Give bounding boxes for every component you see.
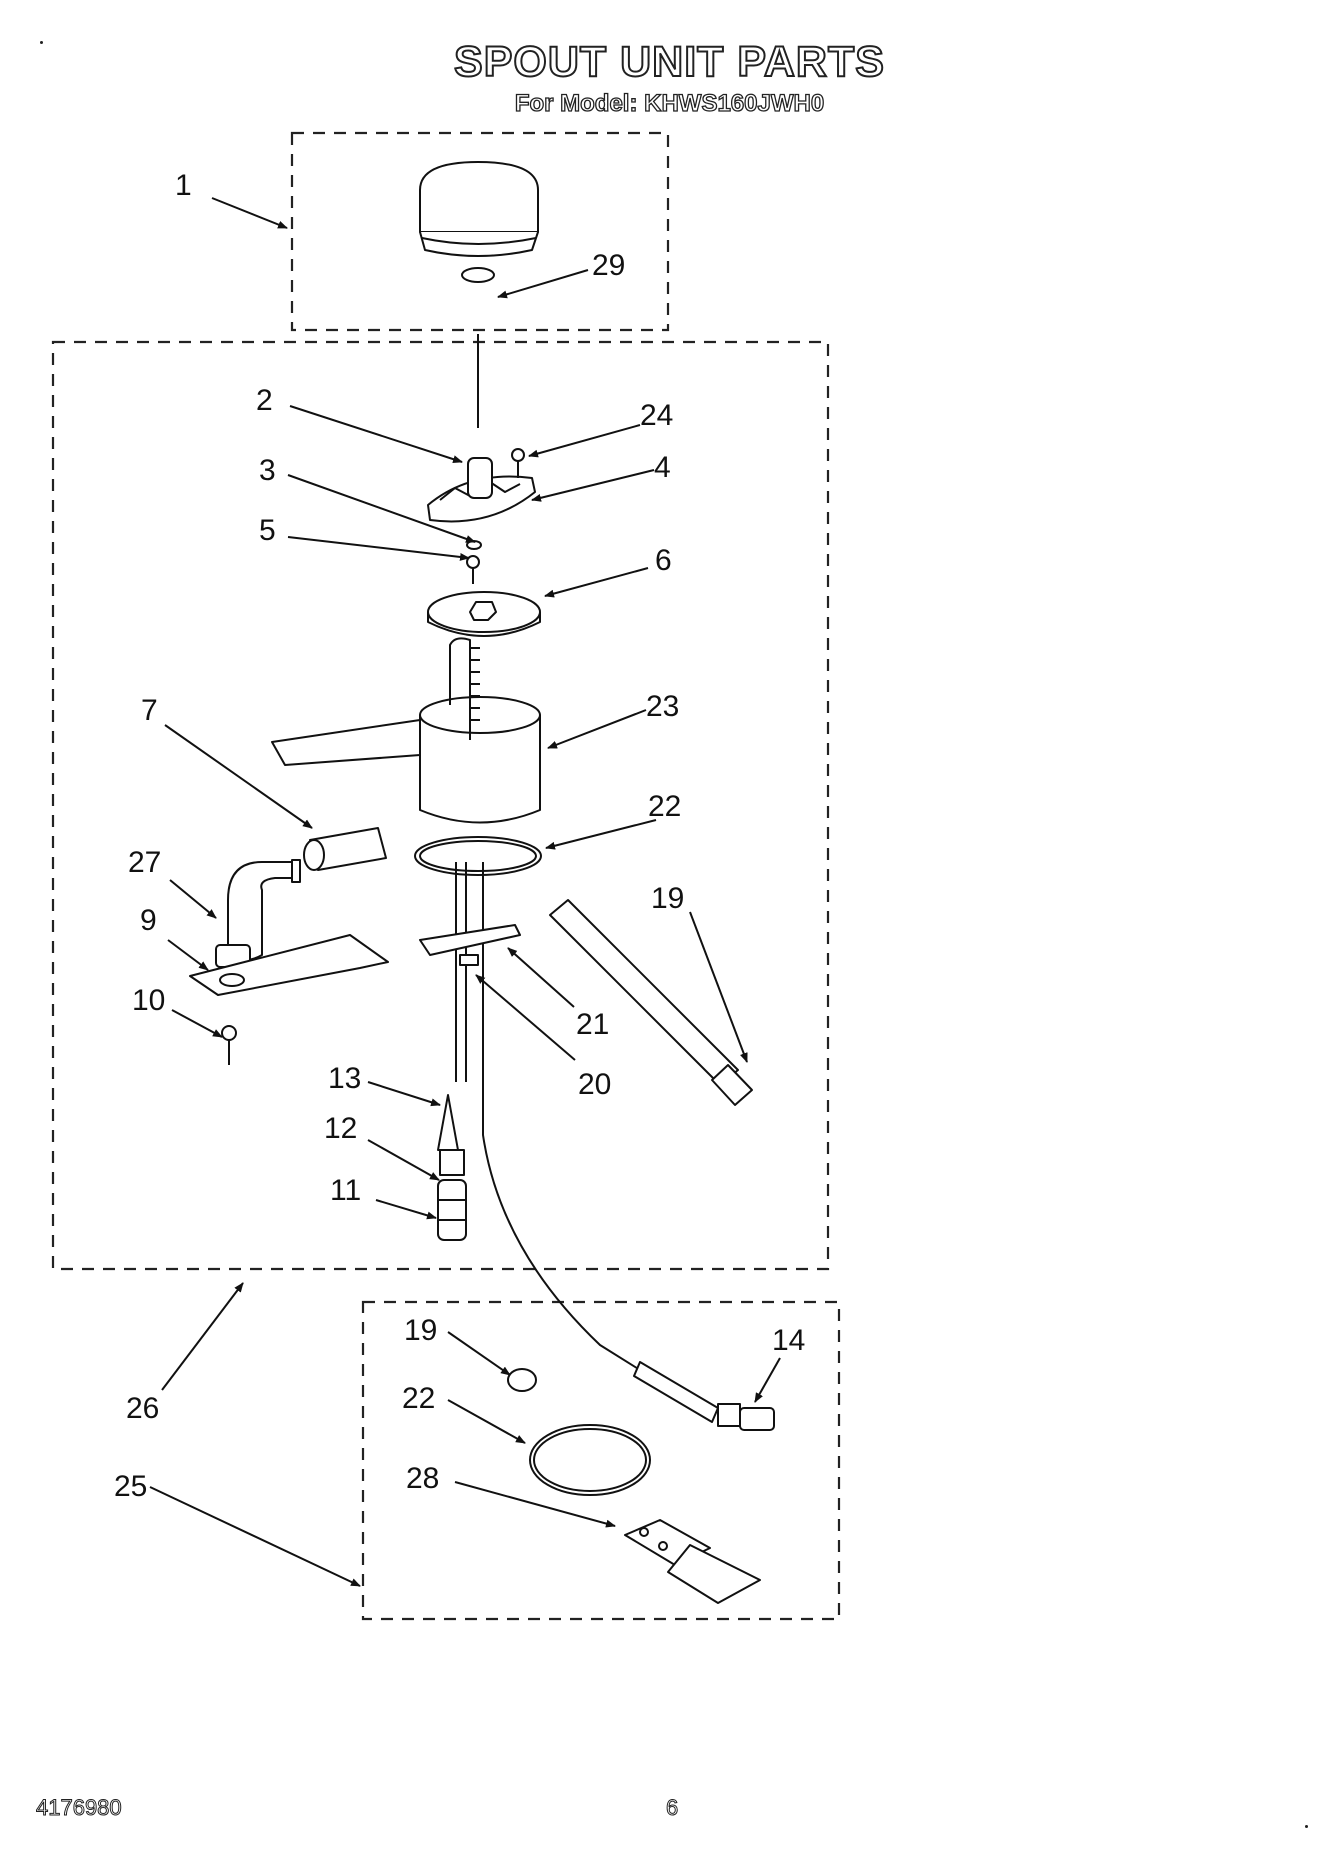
part-supply-line bbox=[482, 862, 641, 1371]
page-title: SPOUT UNIT PARTS bbox=[453, 37, 885, 87]
part-spring-12 bbox=[439, 1149, 465, 1176]
part-elbow-27 bbox=[215, 859, 301, 968]
part-mount-plate bbox=[427, 591, 541, 637]
part-spout-body bbox=[271, 637, 541, 824]
callout-22: 22 bbox=[648, 790, 681, 823]
spout-assembly-box bbox=[51, 340, 830, 1271]
part-cam-plate bbox=[427, 457, 536, 523]
callout-27: 27 bbox=[128, 846, 161, 879]
part-screw-10 bbox=[221, 1025, 237, 1065]
callout-11: 11 bbox=[330, 1174, 361, 1207]
part-screw-24 bbox=[511, 448, 525, 478]
part-kit-gasket-28 bbox=[624, 1519, 761, 1604]
callout-4: 4 bbox=[654, 451, 671, 484]
part-screw-5 bbox=[466, 555, 480, 584]
callout-5: 5 bbox=[259, 514, 276, 547]
part-tube-7 bbox=[303, 827, 387, 871]
callout-25: 25 bbox=[114, 1470, 147, 1503]
callout-7: 7 bbox=[141, 694, 158, 727]
part-bracket-9 bbox=[189, 934, 389, 996]
leader-lines bbox=[149, 197, 781, 1587]
callout-23: 23 bbox=[646, 690, 679, 723]
scan-speck bbox=[1305, 1825, 1308, 1828]
callout-3: 3 bbox=[259, 454, 276, 487]
callout-28: 28 bbox=[406, 1462, 439, 1495]
page-number: 6 bbox=[665, 1795, 679, 1821]
callout-kit-19: 19 bbox=[404, 1314, 437, 1347]
part-fitting-14 bbox=[633, 1361, 775, 1431]
part-valve-11 bbox=[437, 1179, 467, 1241]
scan-speck bbox=[40, 41, 43, 44]
callout-24: 24 bbox=[640, 399, 673, 432]
callout-9: 9 bbox=[140, 904, 157, 937]
callout-20: 20 bbox=[578, 1068, 611, 1101]
callout-26: 26 bbox=[126, 1392, 159, 1425]
part-kit-oring-22 bbox=[529, 1424, 651, 1496]
callout-2: 2 bbox=[256, 384, 273, 417]
callout-19: 19 bbox=[651, 882, 684, 915]
parts-kit-box bbox=[361, 1300, 841, 1621]
part-sprayer-hose-19 bbox=[549, 899, 753, 1106]
model-subtitle: For Model: KHWS160JWH0 bbox=[514, 89, 825, 117]
document-number: 4176980 bbox=[36, 1795, 123, 1821]
callout-12: 12 bbox=[324, 1112, 357, 1145]
part-retaining-clip bbox=[461, 267, 495, 283]
callout-6: 6 bbox=[655, 544, 672, 577]
part-cone-13 bbox=[437, 1094, 459, 1151]
part-nut-20 bbox=[459, 954, 479, 966]
callout-kit-22: 22 bbox=[402, 1382, 435, 1415]
knob-group-box bbox=[290, 131, 670, 332]
callout-10: 10 bbox=[132, 984, 165, 1017]
callout-14: 14 bbox=[772, 1324, 805, 1357]
part-large-oring-22 bbox=[414, 836, 542, 876]
part-kit-clamp-19 bbox=[507, 1368, 537, 1392]
callout-13: 13 bbox=[328, 1062, 361, 1095]
part-clip-21 bbox=[419, 924, 521, 956]
callout-21: 21 bbox=[576, 1008, 609, 1041]
callout-29: 29 bbox=[592, 249, 625, 282]
callout-1: 1 bbox=[175, 169, 192, 202]
part-knob bbox=[419, 161, 539, 257]
callout-numbers: 1 29 2 24 3 4 5 6 7 23 22 27 19 9 21 10 … bbox=[114, 169, 805, 1503]
